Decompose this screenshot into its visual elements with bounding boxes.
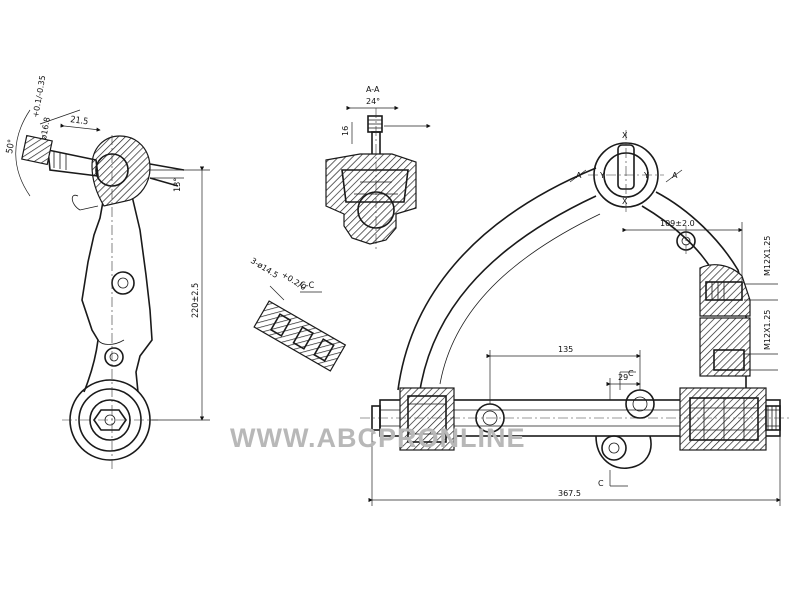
dim-thread-top: M12X1.25 (763, 236, 772, 276)
dim-220: 220±2.5 (191, 283, 201, 318)
section-aa-view: A-A 24° 16 (325, 85, 431, 250)
side-view: 220±2.5 50° ø16.8 +0.1/-0.35 21.5 13° (5, 75, 210, 472)
label-section-cc: C-C (300, 281, 315, 291)
dim-angle-13: 13° (173, 178, 183, 192)
side-middle-hole (111, 271, 135, 295)
plan-lower-boss-hole (601, 435, 627, 461)
plan-left-bushing (399, 387, 455, 451)
dim-angle-24: 24° (366, 97, 380, 106)
dim-109: 109±2.0 (660, 219, 695, 228)
dim-d16-8: ø16.8 (39, 116, 52, 140)
section-aa-ball (357, 191, 395, 229)
plan-bar-hole-right (625, 389, 655, 419)
side-stud-thread (21, 134, 53, 166)
dim-d16-8-tol: +0.1/-0.35 (31, 75, 47, 119)
dim-angle-50: 50° (5, 139, 17, 155)
plan-arm-right-edge (655, 191, 747, 390)
watermark-text: WWW.ABCPRONLINE (230, 423, 525, 453)
plan-arm-inner-rib (419, 195, 597, 391)
dim-bolt-cc-tol: +0.2/0 (280, 270, 308, 292)
side-ball-joint-housing (91, 135, 151, 207)
label-section-aa: A-A (366, 85, 380, 94)
side-ball-stud (47, 148, 99, 177)
label-y-left: Y (599, 171, 605, 180)
section-cc-view: C-C 3-ø14.5 +0.2/0 (249, 256, 347, 372)
dim-29: 29 (618, 373, 628, 382)
label-c-lower: C (598, 479, 604, 488)
label-y-right: Y (643, 171, 649, 180)
dim-16: 16 (341, 126, 350, 136)
side-arm-body (81, 195, 153, 393)
label-x-top: X (622, 131, 628, 140)
dim-21-5: 21.5 (70, 115, 89, 127)
plan-arm-outer (397, 167, 597, 391)
section-aa-housing (325, 153, 417, 245)
label-c-upper: C (628, 369, 634, 378)
section-cc-bar (253, 300, 347, 372)
plan-view: X X A A Y Y M12X1.25 M12X1.25 109± (360, 130, 792, 506)
label-x-bottom: X (622, 197, 628, 206)
plan-right-boss (699, 264, 751, 317)
dim-135: 135 (558, 345, 573, 354)
dim-thread-bottom: M12X1.25 (763, 310, 772, 350)
dim-367-5: 367.5 (558, 489, 581, 498)
dim-bolt-cc: 3-ø14.5 (249, 256, 280, 280)
